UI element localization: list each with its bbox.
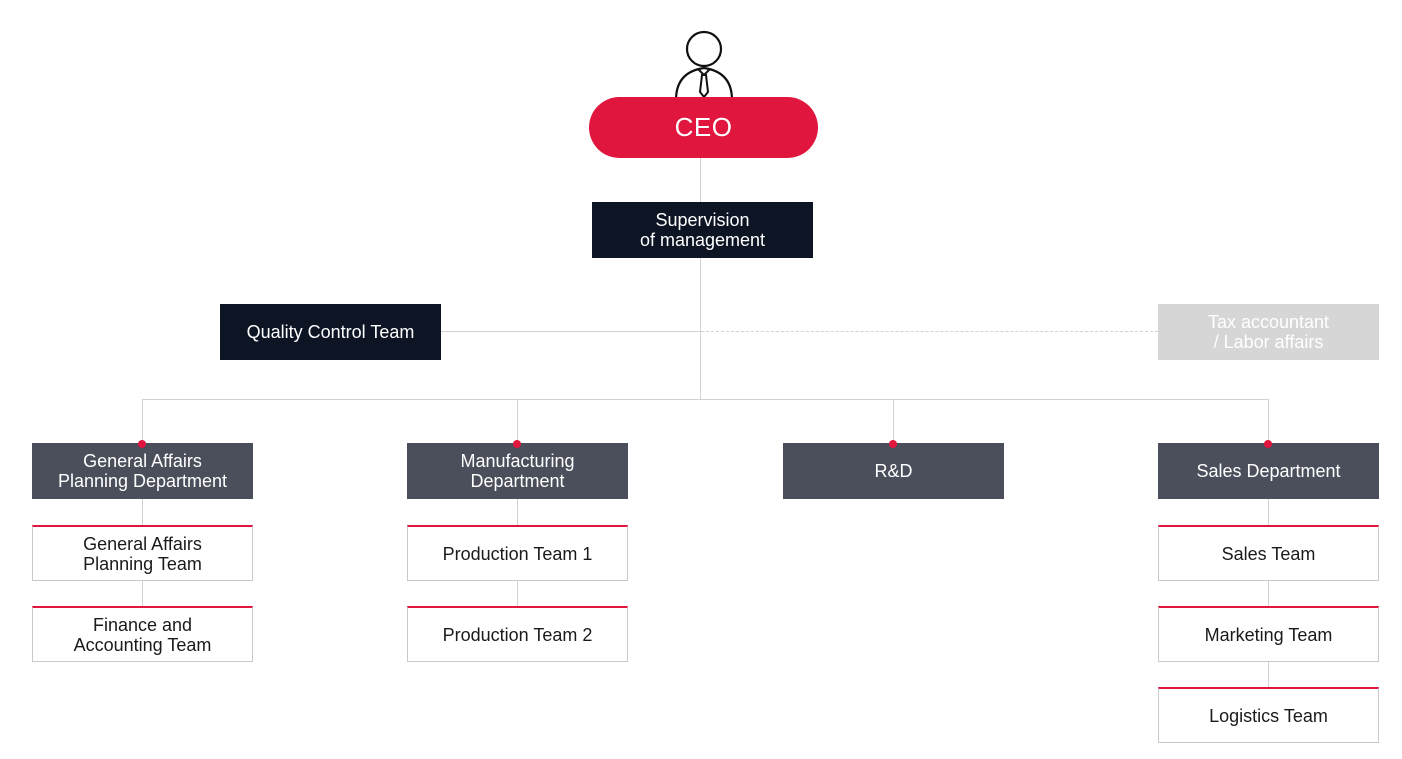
department-marker-dot (1264, 440, 1272, 448)
connector-team-link (1268, 580, 1269, 607)
team-label: Marketing Team (1204, 624, 1333, 645)
connector-team-link (1268, 499, 1269, 526)
ceo-label: CEO (674, 112, 733, 142)
connector-tax-labor-dashed (701, 331, 1158, 332)
department-label: R&D (874, 461, 913, 481)
connector-quality-control (441, 331, 701, 332)
connector-team-link (517, 580, 518, 607)
team-label: Production Team 2 (442, 624, 593, 645)
team-production-1: Production Team 1 (407, 525, 628, 581)
team-sales: Sales Team (1158, 525, 1379, 581)
team-label: Logistics Team (1209, 705, 1328, 726)
quality-control-label: Quality Control Team (246, 322, 415, 342)
department-label: Manufacturing Department (460, 451, 575, 491)
ceo-node: CEO (589, 97, 818, 158)
department-label: General Affairs Planning Department (57, 451, 228, 491)
connector-team-link (142, 580, 143, 607)
team-label: Sales Team (1221, 543, 1316, 564)
team-marketing: Marketing Team (1158, 606, 1379, 662)
team-finance-accounting: Finance and Accounting Team (32, 606, 253, 662)
department-sales: Sales Department (1158, 443, 1379, 499)
connector-team-link (1268, 661, 1269, 688)
quality-control-node: Quality Control Team (220, 304, 441, 360)
team-production-2: Production Team 2 (407, 606, 628, 662)
supervision-label: Supervision of management (639, 210, 766, 250)
department-manufacturing: Manufacturing Department (407, 443, 628, 499)
team-general-affairs-planning: General Affairs Planning Team (32, 525, 253, 581)
supervision-node: Supervision of management (592, 202, 813, 258)
connector-supervision-trunk (700, 258, 701, 400)
team-logistics: Logistics Team (1158, 687, 1379, 743)
department-label: Sales Department (1196, 461, 1341, 481)
department-marker-dot (138, 440, 146, 448)
connector-drop-dept-1 (142, 399, 143, 443)
connector-drop-dept-2 (517, 399, 518, 443)
tax-labor-node: Tax accountant / Labor affairs (1158, 304, 1379, 360)
department-marker-dot (513, 440, 521, 448)
connector-drop-dept-4 (1268, 399, 1269, 443)
tax-labor-label: Tax accountant / Labor affairs (1207, 312, 1330, 352)
department-general-affairs: General Affairs Planning Department (32, 443, 253, 499)
team-label: Finance and Accounting Team (73, 614, 212, 655)
department-rnd: R&D (783, 443, 1004, 499)
connector-team-link (142, 499, 143, 526)
team-label: General Affairs Planning Team (83, 533, 202, 574)
connector-drop-dept-3 (893, 399, 894, 443)
connector-ceo-supervision (700, 158, 701, 202)
connector-departments-bus (142, 399, 1269, 400)
person-with-tie-icon (671, 28, 737, 101)
connector-team-link (517, 499, 518, 526)
team-label: Production Team 1 (442, 543, 593, 564)
department-marker-dot (889, 440, 897, 448)
